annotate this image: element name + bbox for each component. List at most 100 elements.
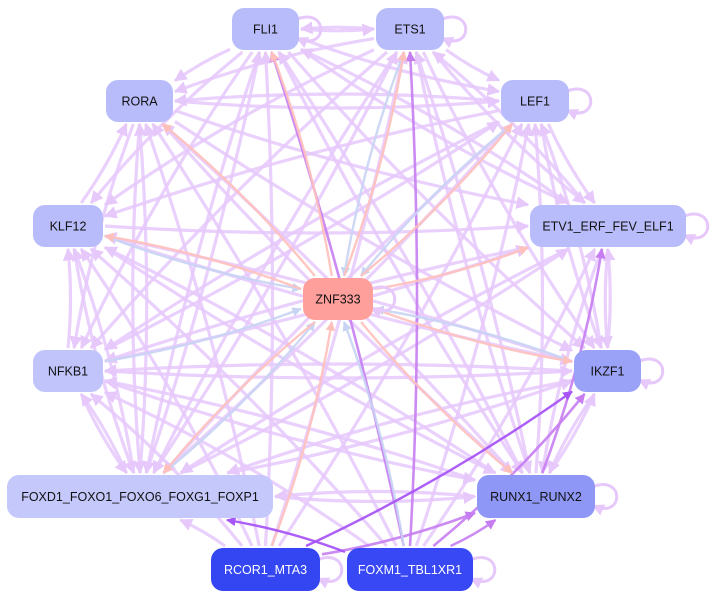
edge-lef1-to-etv1_erf_fev_elf1 [546, 123, 596, 205]
node-label: RUNX1_RUNX2 [490, 490, 582, 504]
node-label: FOXD1_FOXO1_FOXO6_FOXG1_FOXP1 [21, 490, 259, 504]
edge-foxd1_foxo1_foxo6_foxg1_foxp1-to-nfkb1 [79, 392, 128, 474]
edge-rcor1_mta3-to-ikzf1 [305, 390, 573, 548]
node-box [33, 205, 103, 247]
edge-znf333-to-runx1_runx2 [360, 321, 514, 474]
node-ets1[interactable]: ETS1 [376, 8, 444, 50]
node-runx1-runx2[interactable]: RUNX1_RUNX2 [477, 475, 595, 518]
edge-ikzf1-to-znf333 [374, 305, 573, 363]
edge-klf12-to-znf333 [104, 234, 302, 293]
node-box [7, 475, 273, 518]
edge-foxd1_foxo1_foxo6_foxg1_foxp1-to-ets1 [152, 50, 399, 474]
edge-nfkb1-to-klf12 [62, 247, 76, 349]
edge-klf12-to-rora [79, 122, 128, 204]
node-label: RCOR1_MTA3 [224, 563, 307, 577]
edge-runx1_runx2-to-ikzf1 [548, 392, 596, 474]
node-ikzf1[interactable]: IKZF1 [574, 350, 641, 392]
edge-znf333-to-rora [161, 123, 316, 277]
node-rora[interactable]: RORA [106, 80, 173, 122]
edge-nfkb1-to-runx1_runx2 [104, 379, 477, 485]
edge-etv1_erf_fev_elf1-to-foxd1_foxo1_foxo6_foxg1_foxp1 [179, 247, 569, 475]
node-label: ETV1_ERF_FEV_ELF1 [542, 220, 673, 234]
self-loop-fli1 [294, 15, 323, 49]
node-fli1[interactable]: FLI1 [232, 8, 299, 50]
node-box [232, 8, 299, 50]
edge-foxd1_foxo1_foxo6_foxg1_foxp1-to-fli1 [144, 50, 264, 474]
edge-runx1_runx2-to-lef1 [529, 122, 545, 474]
edge-foxd1_foxo1_foxo6_foxg1_foxp1-to-rora [134, 122, 149, 474]
node-box [33, 350, 103, 392]
self-loop-rcor1_mta3 [315, 556, 344, 589]
edge-foxm1_tbl1xr1-to-foxd1_foxo1_foxo6_foxg1_foxp1 [225, 516, 346, 554]
self-loop-etv1_erf_fev_elf1 [681, 212, 710, 246]
node-znf333[interactable]: ZNF333 [303, 278, 373, 320]
node-box [347, 548, 473, 591]
edge-znf333-to-etv1_erf_fev_elf1 [374, 246, 529, 291]
self-loop-ets1 [439, 15, 468, 49]
edge-znf333-to-ikzf1 [374, 307, 573, 365]
edge-nfkb1-to-lef1 [104, 120, 501, 352]
edge-lef1-to-rora [173, 92, 500, 107]
node-box [501, 80, 569, 122]
edge-foxd1_foxo1_foxo6_foxg1_foxp1-to-znf333 [162, 321, 316, 474]
node-box [106, 80, 173, 122]
node-nfkb1[interactable]: NFKB1 [33, 350, 103, 392]
node-box [530, 205, 686, 247]
node-etv1-erf-fev-elf1[interactable]: ETV1_ERF_FEV_ELF1 [530, 205, 686, 247]
self-loop-foxm1_tbl1xr1 [468, 556, 497, 589]
edge-etv1_erf_fev_elf1-to-ikzf1 [600, 248, 613, 350]
edge-znf333-to-klf12 [104, 232, 302, 291]
node-box [574, 350, 641, 392]
node-foxd1-foxo1-foxo6-foxg1-foxp1[interactable]: FOXD1_FOXO1_FOXO6_FOXG1_FOXP1 [7, 475, 273, 518]
edge-ets1-to-runx1_runx2 [414, 51, 533, 475]
edge-foxm1_tbl1xr1-to-ets1 [405, 50, 419, 547]
edge-runx1_runx2-to-ets1 [413, 50, 532, 474]
self-loop-runx1_runx2 [590, 483, 619, 516]
node-klf12[interactable]: KLF12 [33, 205, 103, 247]
edge-rcor1_mta3-to-foxd1_foxo1_foxo6_foxg1_foxp1 [179, 518, 227, 548]
edge-foxm1_tbl1xr1-to-ikzf1 [432, 393, 586, 548]
edge-runx1_runx2-to-fli1 [277, 50, 524, 474]
node-label: ZNF333 [315, 293, 360, 307]
edge-runx1_runx2-to-foxd1_foxo1_foxo6_foxg1_foxp1 [273, 488, 476, 502]
node-label: FOXM1_TBL1XR1 [358, 563, 462, 577]
edge-foxd1_foxo1_foxo6_foxg1_foxp1-to-runx1_runx2 [274, 491, 477, 505]
edge-ets1-to-fli1 [299, 21, 375, 35]
node-box [303, 278, 373, 320]
node-box [211, 548, 320, 591]
edge-foxm1_tbl1xr1-to-rora [151, 122, 398, 547]
self-loop-lef1 [564, 87, 593, 121]
edge-etv1_erf_fev_elf1-to-fli1 [299, 47, 569, 205]
edge-rcor1_mta3-to-fli1 [259, 50, 275, 547]
edge-lef1-to-klf12 [103, 109, 500, 219]
edge-rora-to-foxd1_foxo1_foxo6_foxg1_foxp1 [131, 123, 146, 475]
edge-rcor1_mta3-to-znf333 [270, 321, 336, 547]
edge-foxd1_foxo1_foxo6_foxg1_foxp1-to-ikzf1 [227, 378, 574, 475]
edge-rora-to-ikzf1 [174, 120, 574, 352]
node-label: ETS1 [394, 23, 425, 37]
edge-znf333-to-foxd1_foxo1_foxo6_foxg1_foxp1 [162, 321, 316, 474]
node-label: IKZF1 [590, 365, 624, 379]
self-loops-layer [294, 15, 710, 589]
self-loop-ikzf1 [636, 357, 665, 391]
self-loop-znf333 [368, 285, 397, 319]
node-label: FLI1 [253, 23, 278, 37]
edge-rora-to-lef1 [174, 95, 501, 110]
edge-lef1-to-nfkb1 [103, 120, 500, 351]
edge-ikzf1-to-nfkb1 [103, 362, 573, 377]
edge-etv1_erf_fev_elf1-to-ets1 [432, 50, 587, 205]
node-rcor1-mta3[interactable]: RCOR1_MTA3 [211, 548, 320, 591]
edge-foxm1_tbl1xr1-to-runx1_runx2 [450, 518, 497, 548]
node-label: RORA [121, 95, 158, 109]
edge-klf12-to-runx1_runx2 [104, 246, 497, 475]
node-lef1[interactable]: LEF1 [501, 80, 569, 122]
edge-fli1-to-foxd1_foxo1_foxo6_foxg1_foxp1 [142, 51, 261, 475]
edge-znf333-to-ets1 [342, 51, 408, 277]
edge-ets1-to-ikzf1 [421, 51, 596, 350]
node-foxm1-tbl1xr1[interactable]: FOXM1_TBL1XR1 [347, 548, 473, 591]
edge-fli1-to-runx1_runx2 [277, 51, 524, 475]
node-label: NFKB1 [48, 365, 88, 379]
edge-runx1_runx2-to-klf12 [103, 245, 497, 475]
